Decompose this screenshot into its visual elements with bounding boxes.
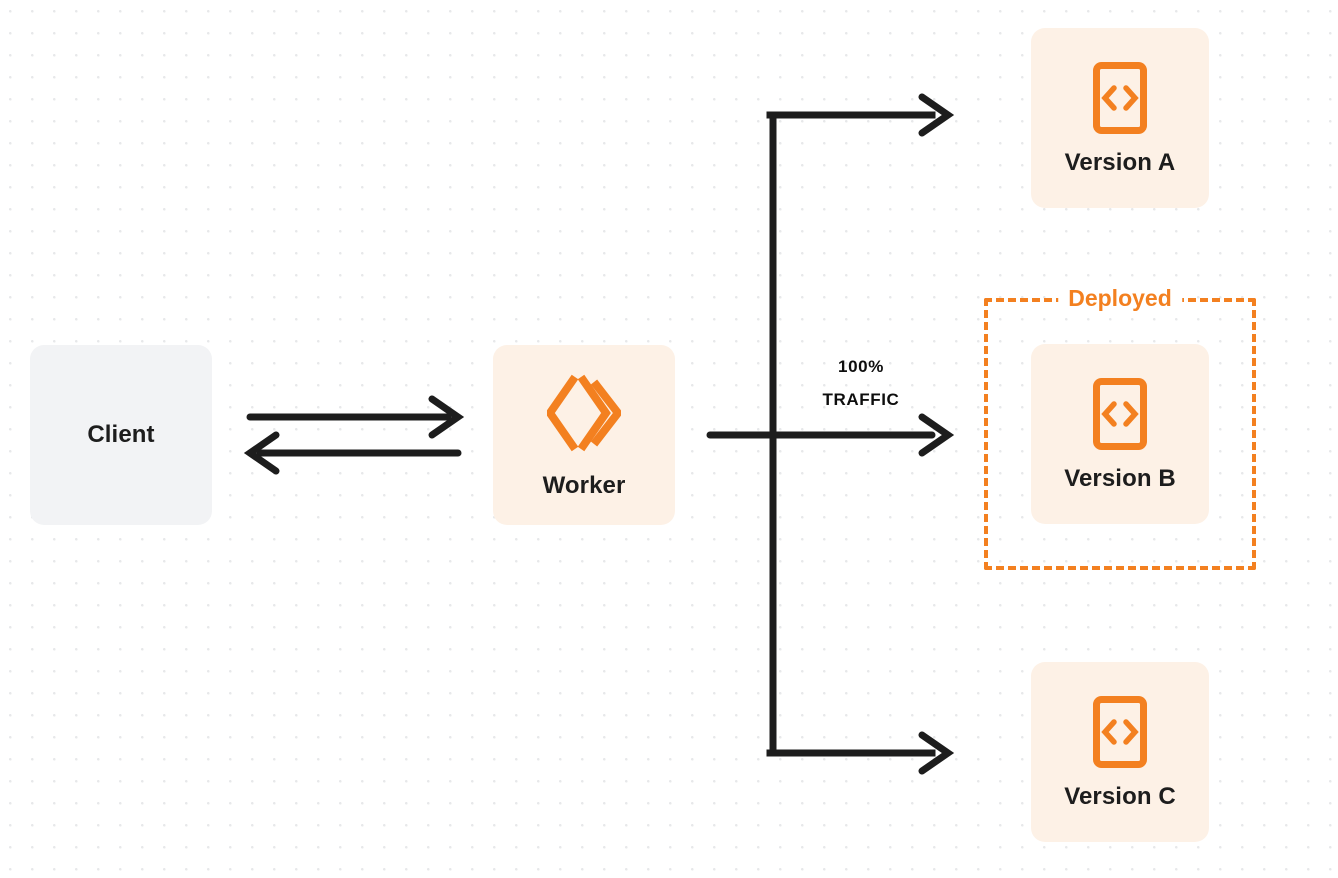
node-version-a[interactable]: Version A <box>1031 28 1209 208</box>
deployed-group-box: Deployed <box>984 287 1256 570</box>
code-file-icon <box>1092 377 1148 451</box>
edge-worker-to-version-c <box>766 731 955 775</box>
edge-worker-to-version-a <box>766 93 955 137</box>
traffic-caption: TRAFFIC <box>822 390 900 410</box>
edge-client-to-worker <box>246 395 465 439</box>
node-client[interactable]: Client <box>30 345 212 525</box>
edge-worker-to-client <box>243 431 462 475</box>
node-version-b[interactable]: Version B <box>1031 344 1209 524</box>
code-file-icon <box>1092 695 1148 769</box>
workers-logo-icon <box>547 372 621 454</box>
node-worker-label: Worker <box>542 472 626 499</box>
edge-worker-to-version-b <box>706 413 955 457</box>
node-version-b-label: Version B <box>1064 465 1176 492</box>
traffic-percentage-label: 100% TRAFFIC <box>786 350 936 416</box>
node-version-c-label: Version C <box>1064 783 1176 810</box>
traffic-percent-value: 100% <box>838 357 884 376</box>
node-client-label: Client <box>87 421 155 448</box>
code-file-icon <box>1092 61 1148 135</box>
node-version-c[interactable]: Version C <box>1031 662 1209 842</box>
node-version-a-label: Version A <box>1064 149 1176 176</box>
node-worker[interactable]: Worker <box>493 345 675 525</box>
deployed-group-label: Deployed <box>1058 287 1182 310</box>
